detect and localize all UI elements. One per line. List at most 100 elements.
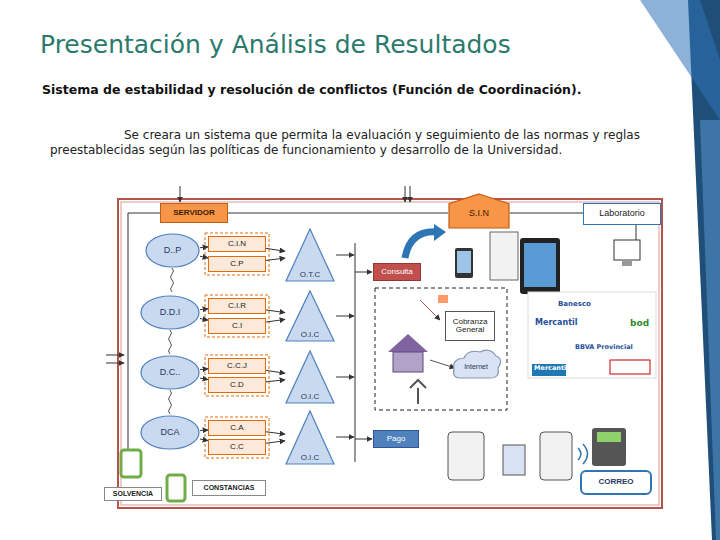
node-text: Laboratorio — [599, 209, 645, 218]
unit-box: C.D — [208, 377, 266, 393]
group-outline — [205, 417, 269, 458]
house-icon — [388, 334, 428, 352]
node-text: DCA — [160, 428, 179, 437]
connector — [200, 439, 208, 441]
node-text: D..P — [164, 246, 182, 255]
node-text: O.I.C — [301, 393, 320, 401]
node-text: C.C.J — [227, 362, 247, 370]
link-arrow — [355, 272, 372, 273]
connector — [200, 246, 208, 248]
group-outline — [205, 355, 269, 396]
phone-icon — [167, 475, 185, 501]
squiggle-link — [171, 268, 174, 292]
house-icon — [393, 352, 423, 372]
input-arrow — [180, 186, 181, 202]
bank-name: BBVA Provincial — [575, 343, 655, 351]
unit-box: C.A — [208, 420, 266, 436]
input-arrow — [410, 186, 411, 202]
unit-box: C.I — [208, 318, 266, 334]
phone-icon — [121, 450, 141, 477]
connector — [200, 308, 208, 310]
connector — [266, 370, 285, 373]
frame-border — [121, 202, 659, 505]
node-text: Cobranza General — [446, 318, 494, 335]
link-arrow — [336, 437, 354, 438]
bus-wire — [636, 225, 637, 240]
phone-icon — [455, 248, 473, 278]
node-text: Internet — [464, 363, 488, 370]
bus-wire — [128, 213, 160, 214]
node-text: O.I.C — [301, 331, 320, 339]
server-box: SERVIDOR — [160, 203, 228, 223]
connector — [266, 441, 285, 443]
node-text: D.C.. — [160, 368, 181, 377]
node-text: C.I — [232, 322, 242, 330]
node-text: SOLVENCIA — [113, 490, 153, 497]
connector — [200, 256, 208, 258]
person-icon — [490, 232, 518, 280]
connector — [200, 429, 208, 431]
group-outline — [205, 295, 269, 337]
node-text: D.D.I — [160, 308, 181, 317]
squiggle-link — [169, 330, 172, 354]
tablet-icon — [520, 238, 560, 294]
department-circle: D.C.. — [140, 355, 200, 390]
bus-wire — [128, 213, 129, 470]
bus-wire — [228, 213, 448, 214]
phone-icon — [503, 445, 525, 475]
office-triangle: O.T.C — [285, 228, 335, 282]
unit-box: C.P — [208, 256, 266, 272]
antenna-icon — [410, 380, 426, 388]
node-text: C.D — [230, 381, 244, 389]
bank-logo — [610, 360, 650, 374]
node-text: Consulta — [381, 268, 413, 276]
office-triangle-outline — [286, 229, 334, 281]
system-box: S.I.N — [448, 193, 510, 229]
node-text: C.P — [230, 260, 243, 268]
connector — [266, 319, 285, 322]
bank-panel — [528, 292, 656, 378]
computer-icon — [614, 240, 640, 260]
link-arrow — [336, 316, 354, 317]
document-box: SOLVENCIA — [104, 487, 162, 501]
department-circle-outline — [146, 234, 199, 267]
connector — [200, 378, 208, 379]
unit-box: C.C — [208, 439, 266, 455]
link-arrow — [430, 360, 455, 368]
pos-terminal — [597, 432, 621, 442]
bus-wire — [510, 213, 583, 214]
system-box-outline — [449, 194, 509, 228]
link-arrow — [336, 377, 354, 378]
tablet-icon — [524, 243, 556, 287]
department-circle-outline — [141, 356, 199, 389]
curved-arrow — [405, 232, 437, 258]
node-text: CORREO — [598, 478, 633, 486]
query-box: Consulta — [373, 263, 421, 281]
input-arrow — [106, 363, 124, 364]
bank-name: Mercantil — [534, 364, 574, 372]
slide-title: Presentación y Análisis de Resultados — [40, 30, 511, 59]
payment-box: Pago — [373, 430, 419, 448]
network-area — [375, 288, 507, 410]
curved-arrow — [434, 224, 446, 241]
internet-cloud-outline — [454, 350, 501, 378]
department-circle-outline — [141, 416, 199, 449]
bank-name: Banesco — [558, 300, 618, 309]
group-outline — [205, 233, 269, 275]
lab-box: Laboratorio — [583, 203, 661, 225]
link-arrow — [355, 439, 372, 440]
office-triangle-outline — [286, 291, 334, 341]
bank-name: Mercantil — [535, 318, 595, 328]
document-box: CONSTANCIAS — [192, 480, 266, 496]
node-text: CONSTANCIAS — [204, 484, 255, 491]
connector — [266, 248, 285, 251]
bus-wire — [355, 243, 356, 462]
node-text: C.I.R — [228, 302, 246, 310]
office-triangle-outline — [286, 411, 334, 464]
node-text: Pago — [387, 435, 406, 443]
node-text: C.I.N — [228, 240, 246, 248]
side-band — [700, 120, 720, 540]
bank-name: bod — [630, 318, 654, 329]
